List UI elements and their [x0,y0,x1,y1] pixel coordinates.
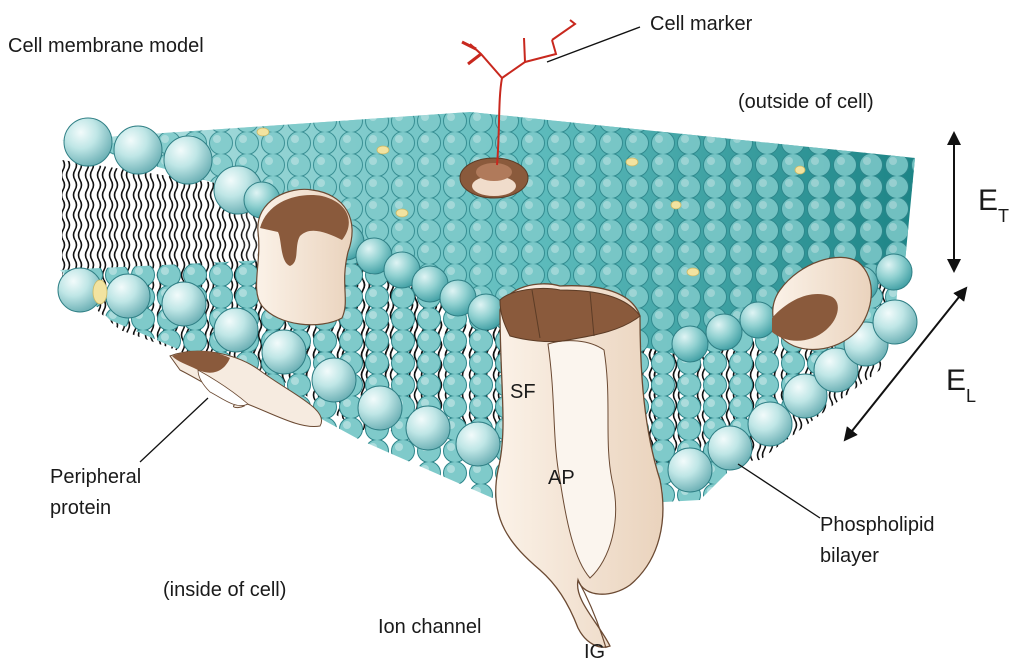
marker-receptor-protein [460,158,528,198]
label-phospholipid-line2: bilayer [820,545,879,567]
label-e-l-sub: L [966,386,976,406]
phospholipid-head [873,300,917,344]
phospholipid-head [740,302,776,338]
label-ig: IG [584,641,605,658]
phospholipid-head [214,308,258,352]
phospholipid-head [468,294,504,330]
label-ion-channel: Ion channel [378,616,481,638]
label-e-l-main: E [946,364,966,397]
phospholipid-head [358,386,402,430]
label-e-t: ET [978,184,1009,226]
phospholipid-head [668,448,712,492]
label-e-t-sub: T [998,206,1009,226]
label-sf: SF [510,381,536,403]
diagram-title: Cell membrane model [8,35,204,57]
label-outside-of-cell: (outside of cell) [738,91,874,113]
label-peripheral-protein-line1: Peripheral [50,466,141,488]
phospholipid-head [748,402,792,446]
label-ap: AP [548,467,575,489]
phospholipid-head [456,422,500,466]
label-e-t-main: E [978,184,998,217]
phospholipid-head [164,136,212,184]
label-e-l: EL [946,364,976,406]
label-peripheral-protein-line2: protein [50,497,111,519]
label-inside-of-cell: (inside of cell) [163,579,286,601]
phospholipid-head [162,282,206,326]
phospholipid-head [312,358,356,402]
phospholipid-head [106,274,150,318]
phospholipid-head [672,326,708,362]
label-cell-marker: Cell marker [650,13,753,35]
phospholipid-head [114,126,162,174]
phospholipid-head [876,254,912,290]
label-phospholipid-line1: Phospholipid [820,514,935,536]
phospholipid-head [262,330,306,374]
integral-protein-left [257,189,353,324]
ion-channel-protein [496,284,663,648]
phospholipid-head [706,314,742,350]
phospholipid-head [708,426,752,470]
phospholipid-head [406,406,450,450]
phospholipid-head [64,118,112,166]
